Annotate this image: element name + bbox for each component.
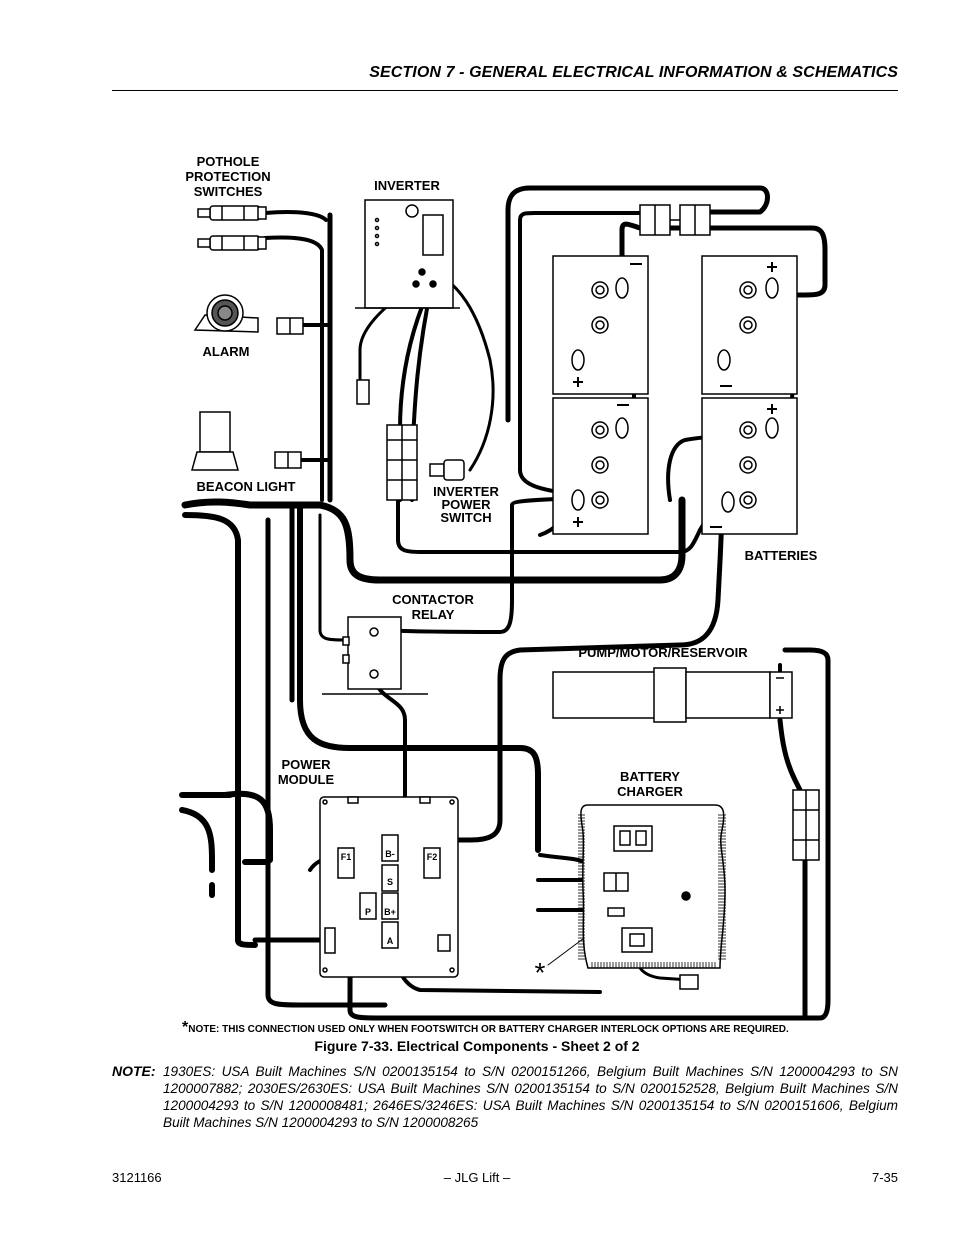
terminal-b-plus: B+ — [384, 907, 396, 917]
asterisk-marker: * — [535, 957, 546, 988]
terminal-s: S — [387, 877, 393, 887]
label-power-module: POWER — [281, 757, 331, 772]
diagram-labels: POTHOLE PROTECTION SWITCHES INVERTER ALA… — [185, 154, 817, 988]
pump-motor-reservoir-icon — [552, 667, 793, 723]
battery — [701, 397, 798, 535]
label-pothole: SWITCHES — [194, 184, 263, 199]
battery-charger-icon — [580, 804, 726, 990]
label-pothole: POTHOLE — [197, 154, 260, 169]
pothole-switch — [197, 205, 267, 221]
label-contactor-relay: RELAY — [412, 607, 455, 622]
pothole-switch — [197, 235, 267, 251]
label-inverter-power-switch: POWER — [441, 497, 491, 512]
label-battery-charger: CHARGER — [617, 784, 683, 799]
connection-footnote: *NOTE: THIS CONNECTION USED ONLY WHEN FO… — [182, 1019, 882, 1037]
inverter-power-switch — [356, 379, 465, 501]
label-inverter-power-switch: SWITCH — [440, 510, 491, 525]
terminal-f1: F1 — [341, 852, 352, 862]
label-batteries: BATTERIES — [745, 548, 818, 563]
header-rule — [112, 90, 898, 91]
label-inverter-power-switch: INVERTER — [433, 484, 499, 499]
beacon-light-icon — [191, 411, 302, 471]
label-contactor-relay: CONTACTOR — [392, 592, 474, 607]
alarm-icon — [193, 294, 304, 335]
battery — [552, 255, 649, 395]
section-header: SECTION 7 - GENERAL ELECTRICAL INFORMATI… — [369, 64, 898, 81]
contactor-relay-icon — [322, 616, 428, 695]
battery-connector — [639, 204, 711, 236]
label-pothole: PROTECTION — [185, 169, 270, 184]
footer-brand: – JLG Lift – — [443, 1170, 511, 1185]
terminal-b-minus: B- — [385, 849, 395, 859]
charger-fins — [578, 814, 726, 968]
label-alarm: ALARM — [203, 344, 250, 359]
battery-polarity-marks — [573, 262, 777, 528]
figure-caption: Figure 7-33. Electrical Components - She… — [314, 1038, 640, 1054]
footnote-text: NOTE: THIS CONNECTION USED ONLY WHEN FOO… — [188, 1024, 789, 1035]
label-power-module: MODULE — [278, 772, 335, 787]
label-inverter: INVERTER — [374, 178, 440, 193]
footer-doc-number: 3121166 — [112, 1170, 162, 1185]
note-text: 1930ES: USA Built Machines S/N 020013515… — [163, 1064, 898, 1130]
power-module-icon — [319, 796, 459, 978]
label-beacon-light: BEACON LIGHT — [197, 479, 296, 494]
battery — [701, 255, 798, 395]
label-battery-charger: BATTERY — [620, 769, 680, 784]
label-pump-motor-reservoir: PUMP/MOTOR/RESERVOIR — [578, 645, 748, 660]
terminal-a: A — [387, 936, 394, 946]
battery — [552, 397, 649, 535]
charger-connector — [792, 789, 820, 861]
footnote-asterisk: * — [182, 1019, 189, 1036]
inverter-icon — [355, 199, 460, 309]
note-label: NOTE: — [112, 1063, 156, 1079]
terminal-f2: F2 — [427, 852, 438, 862]
footer-page-number: 7-35 — [871, 1170, 898, 1185]
terminal-p: P — [365, 907, 371, 917]
